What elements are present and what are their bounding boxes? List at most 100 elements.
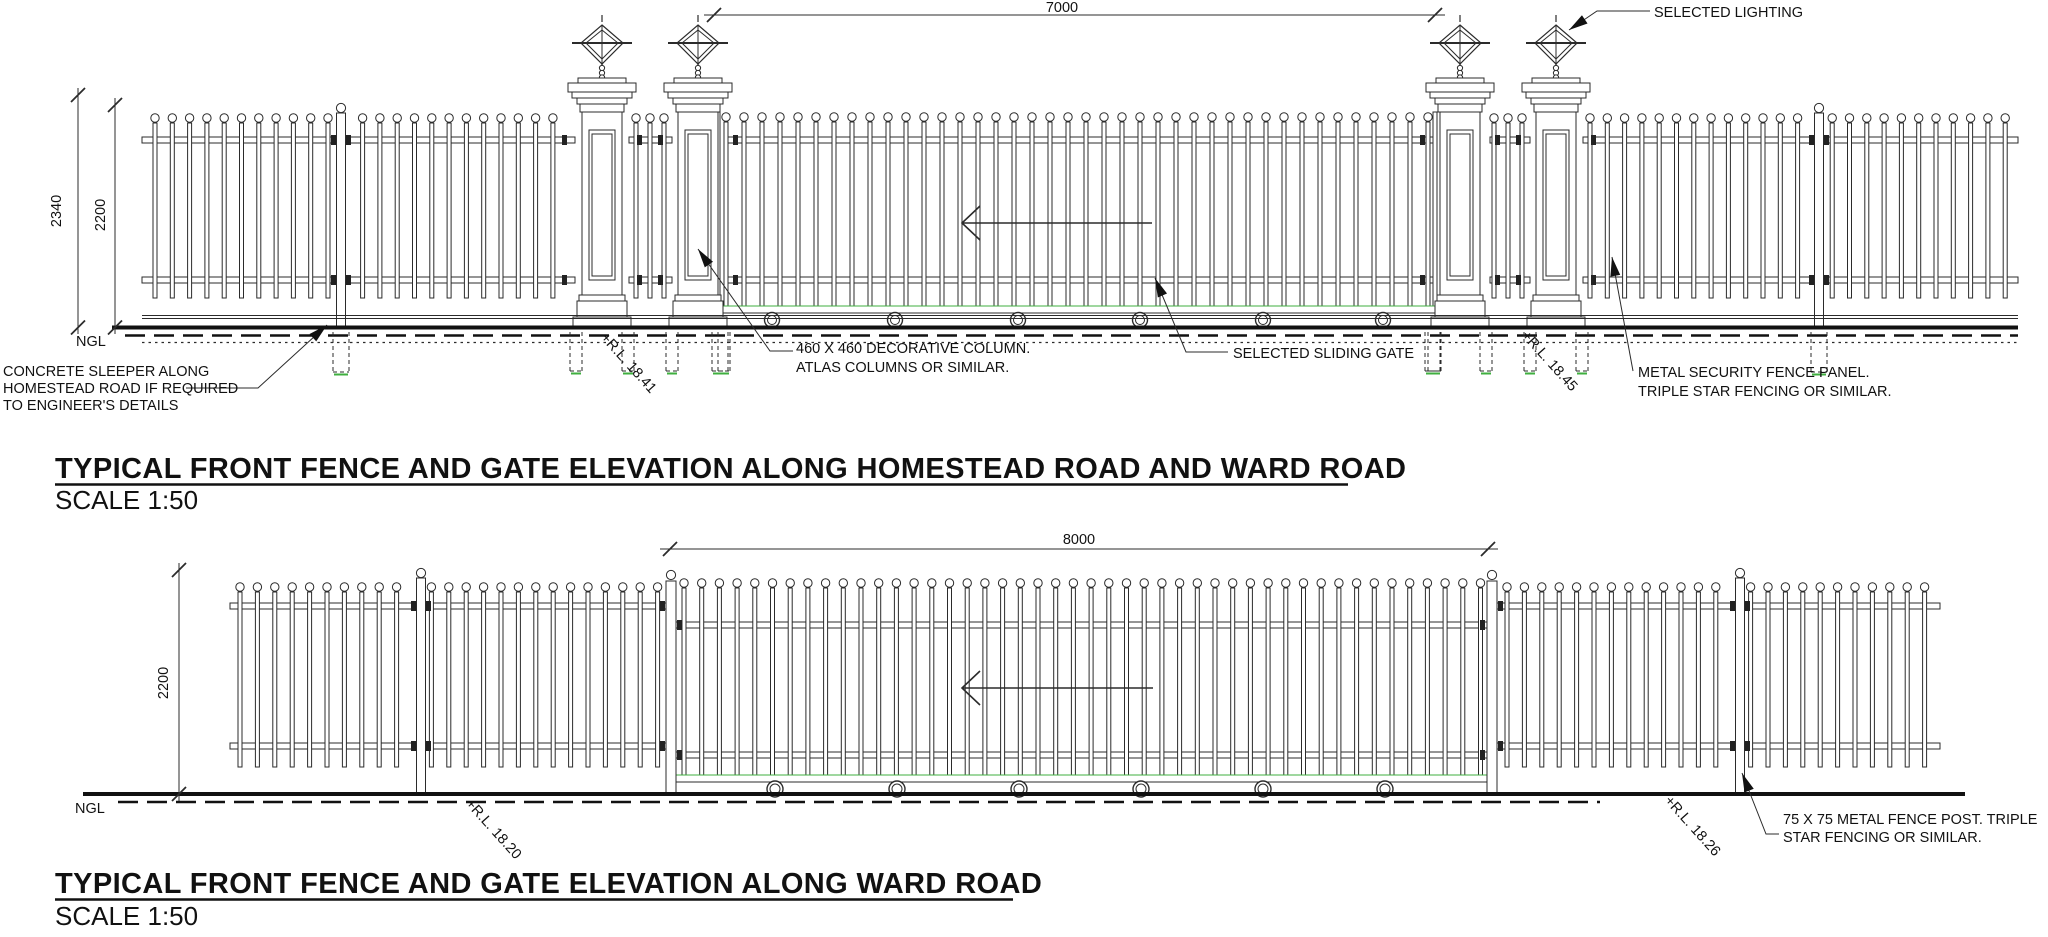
fence-picket: [1281, 121, 1287, 307]
fence-picket: [359, 591, 365, 768]
panel-arrowhead: [1610, 257, 1621, 277]
fence-picket: [893, 587, 899, 776]
picket-loop-top: [1192, 578, 1203, 588]
fence-picket: [1869, 591, 1875, 768]
fence-picket: [1743, 122, 1749, 299]
picket-loop-top: [1780, 582, 1791, 592]
picket-loop-top: [219, 113, 229, 123]
dim-fence-height-1: 2200: [93, 199, 109, 231]
fence-picket: [1000, 587, 1006, 776]
picket-loop-top: [1297, 112, 1307, 122]
rail-connector: [1745, 741, 1750, 751]
fence-picket: [1353, 121, 1359, 307]
drawing-title-1: TYPICAL FRONT FENCE AND GATE ELEVATION A…: [55, 453, 1406, 485]
picket-loop-top: [270, 582, 280, 592]
picket-loop-top: [530, 113, 541, 123]
fence-picket: [805, 587, 811, 776]
picket-loop-top: [1334, 578, 1344, 588]
fence-picket: [568, 591, 574, 768]
fence-picket: [633, 122, 639, 299]
fence-picket: [1263, 121, 1269, 307]
picket-loop-top: [1135, 112, 1145, 122]
fence-picket: [324, 591, 330, 768]
fence-picket: [849, 121, 855, 307]
fence-picket: [1425, 121, 1431, 307]
picket-loop-top: [1009, 112, 1019, 122]
picket-loop-top: [1602, 113, 1613, 123]
picket-loop-top: [1844, 113, 1855, 123]
picket-loop-top: [1706, 113, 1716, 123]
fence-picket: [325, 122, 331, 299]
fence-picket: [1230, 587, 1236, 776]
fence-picket: [1556, 591, 1562, 768]
fence-picket: [187, 122, 193, 299]
column-cap: [667, 91, 729, 99]
picket-loop-top: [1033, 578, 1043, 588]
fence-picket: [1656, 122, 1662, 299]
picket-loop-top: [1585, 113, 1595, 123]
fence-picket: [463, 122, 469, 299]
picket-loop-top: [980, 578, 990, 588]
picket-loop-top: [1387, 112, 1397, 122]
fence-picket: [1442, 587, 1448, 776]
picket-loop-top: [1827, 113, 1837, 123]
picket-loop-top: [757, 112, 767, 122]
annotation-lighting: SELECTED LIGHTING: [1654, 5, 1803, 21]
fence-picket: [1194, 587, 1200, 776]
column-cap: [1521, 82, 1591, 93]
picket-loop-top: [1624, 582, 1634, 592]
picket-loop-top: [461, 113, 472, 123]
fence-picket: [993, 121, 999, 307]
rail-connector: [658, 275, 663, 285]
picket-loop-top: [847, 112, 857, 122]
picket-loop-top: [838, 578, 848, 588]
picket-loop-top: [391, 582, 402, 592]
picket-loop-top: [1775, 113, 1786, 123]
fence-rail: [141, 276, 576, 284]
picket-loop-top: [919, 112, 929, 122]
fence-picket: [428, 591, 434, 768]
column-pedestal: [1530, 300, 1582, 318]
picket-loop-top: [252, 582, 263, 592]
fence-picket: [620, 591, 626, 768]
fence-rail: [675, 621, 1488, 629]
sleeper-leader-line: [186, 324, 328, 389]
annotation-sleeper-line3: TO ENGINEER'S DETAILS: [3, 398, 178, 414]
rail-connector: [1591, 135, 1596, 145]
picket-loop-top: [865, 112, 875, 122]
rail-connector: [346, 135, 351, 145]
picket-loop-top: [1519, 582, 1530, 592]
fence-picket: [1933, 122, 1939, 299]
picket-loop-top: [997, 578, 1008, 588]
picket-loop-top: [1243, 112, 1253, 122]
picket-loop-top: [374, 582, 384, 592]
picket-loop-top: [1440, 578, 1450, 588]
fence-rail: [675, 751, 1488, 759]
column-cap: [1525, 91, 1587, 99]
picket-loop-top: [732, 578, 742, 588]
picket-loop-top: [235, 582, 245, 592]
picket-loop-top: [820, 578, 831, 588]
picket-loop-top: [1723, 113, 1734, 123]
picket-loop-top: [1589, 582, 1599, 592]
column-cap-collar: [579, 103, 625, 113]
fence-picket: [777, 121, 783, 307]
rail-connector: [677, 620, 682, 630]
picket-loop-top: [697, 578, 707, 588]
picket-loop-top: [1315, 112, 1325, 122]
fence-picket: [429, 122, 435, 299]
picket-loop-top: [357, 113, 368, 123]
column-cap: [1429, 91, 1491, 99]
dimension-tick: [171, 562, 187, 578]
fence-picket: [1519, 122, 1525, 299]
panel-leader-line: [1611, 256, 1634, 372]
column-shaft: [581, 111, 623, 296]
picket-loop-top: [1689, 113, 1699, 123]
rail-connector: [562, 275, 567, 285]
fence-picket: [481, 591, 487, 768]
fence-picket: [787, 587, 793, 776]
picket-loop-top: [444, 582, 454, 592]
column-cap: [577, 77, 627, 84]
fence-picket: [1777, 122, 1783, 299]
fence-picket: [858, 587, 864, 776]
